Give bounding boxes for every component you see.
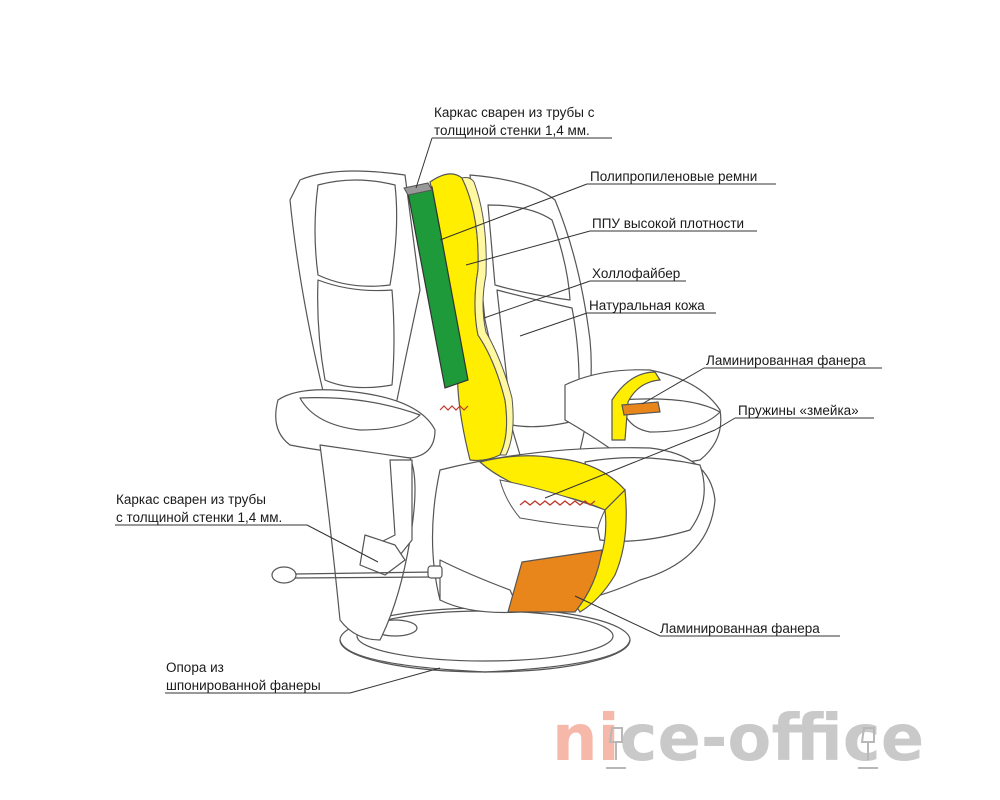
label-frame-left-line1: Каркас сварен из трубы — [116, 492, 266, 507]
arm-plywood-panel — [621, 401, 661, 416]
label-laminated-plywood-seat: Ламинированная фанера — [660, 621, 820, 636]
seat-zigzag-springs — [519, 500, 596, 506]
watermark-part3: ce-off — [620, 702, 843, 776]
label-laminated-plywood-arm: Ламинированная фанера — [706, 353, 866, 368]
arm-foam-layer — [611, 371, 662, 441]
watermark-part5: ce — [843, 702, 924, 776]
seat-cavity — [499, 479, 606, 529]
label-high-density-foam: ППУ высокой плотности — [592, 216, 744, 231]
watermark-part2: i — [598, 702, 620, 776]
back-hollofiber-strip — [461, 177, 514, 456]
svg-text:nice-office: nice-office — [552, 702, 924, 776]
recline-lever — [271, 565, 443, 584]
label-zigzag-springs: Пружины «змейка» — [738, 403, 859, 418]
label-frame-top-line2: толщиной стенки 1,4 мм. — [434, 123, 590, 138]
seat-foam-front — [571, 488, 627, 613]
watermark-part1: n — [552, 702, 598, 776]
seat-plywood-panel — [507, 549, 603, 613]
back-frame-tube-cap — [403, 182, 433, 196]
label-base-line2: шпонированной фанеры — [166, 678, 321, 693]
label-natural-leather: Натуральная кожа — [589, 298, 705, 313]
label-frame-left-line2: с толщиной стенки 1,4 мм. — [116, 510, 282, 525]
leader-lines — [115, 137, 882, 694]
label-base-line1: Опора из — [166, 660, 224, 675]
watermark-chair-icon — [606, 727, 878, 769]
label-polypropylene-belts: Полипропиленовые ремни — [590, 169, 757, 184]
chair-body-outline — [275, 170, 722, 641]
back-zigzag-springs — [439, 405, 469, 411]
watermark-logo: nice-office — [552, 702, 924, 776]
label-frame-top-line1: Каркас сварен из трубы с — [434, 105, 595, 120]
label-hollofiber: Холлофайбер — [592, 266, 680, 281]
